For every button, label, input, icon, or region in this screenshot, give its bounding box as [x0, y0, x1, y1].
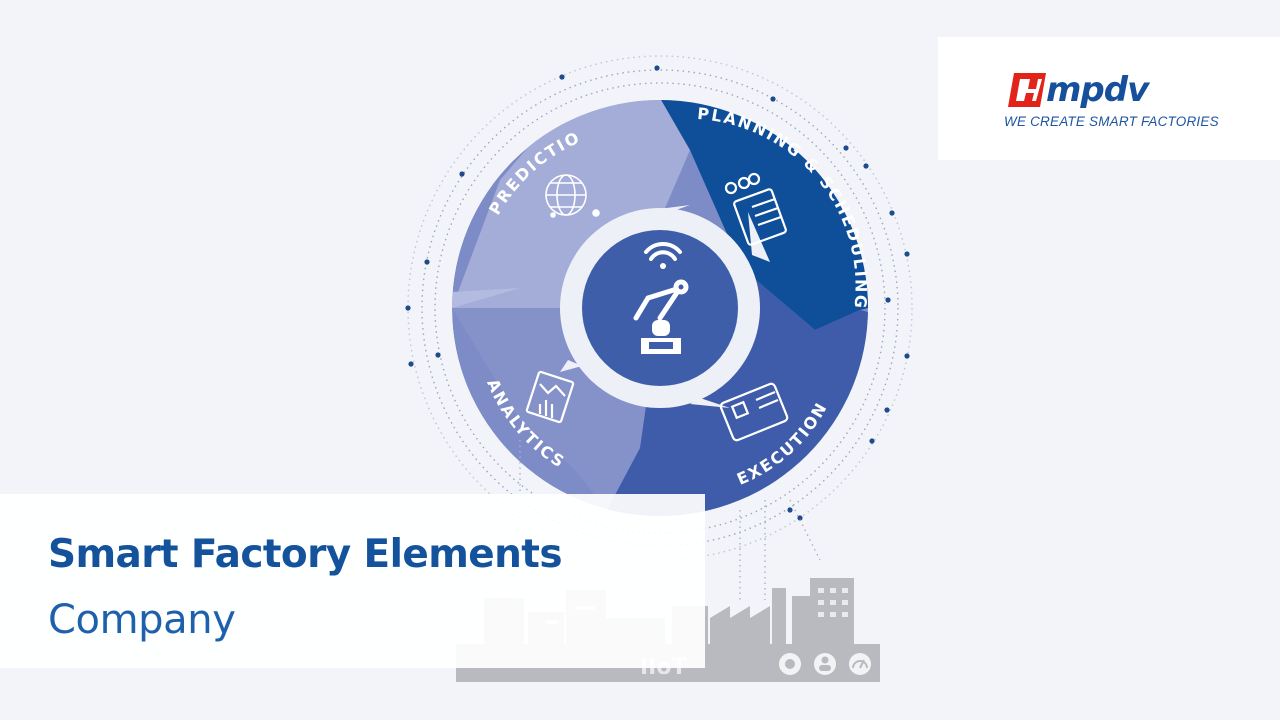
- ring-arrow-left: [560, 360, 582, 372]
- company-logo: mpdv WE CREATE SMART FACTORIES: [938, 37, 1280, 160]
- schedule-board-icon: [724, 172, 787, 246]
- title-band: [0, 494, 705, 668]
- inner-ring: [560, 205, 770, 408]
- ring-arrow-right: [748, 212, 770, 262]
- orbit-dots: [405, 65, 910, 521]
- globe-network-icon: [545, 174, 600, 218]
- ring-arrow-top: [636, 205, 690, 220]
- gauge-icon: [849, 653, 871, 675]
- logo-tagline: WE CREATE SMART FACTORIES: [1004, 114, 1219, 129]
- chart-report-icon: [525, 370, 575, 424]
- page-subtitle: Company: [48, 597, 236, 643]
- logo-wordmark: mpdv: [1046, 70, 1149, 110]
- gears-icon: [779, 653, 801, 675]
- person-icon: [814, 653, 836, 675]
- terminal-device-icon: [719, 382, 789, 442]
- logo-emblem-icon: [1008, 73, 1046, 107]
- segment-divider-arrow: [452, 288, 520, 308]
- page-title: Smart Factory Elements: [48, 532, 563, 577]
- center-hub: [582, 230, 738, 386]
- robot-arm-wifi-icon: [633, 241, 689, 354]
